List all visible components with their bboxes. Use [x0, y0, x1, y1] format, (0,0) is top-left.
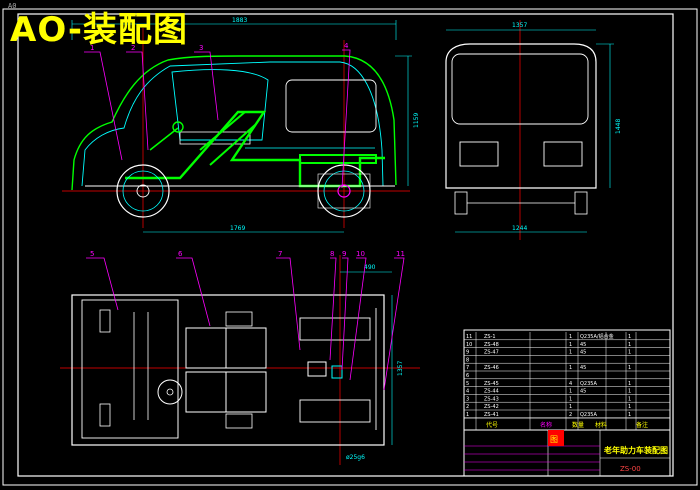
parts-cell: 1: [628, 342, 631, 348]
inner-frame: [17, 13, 674, 477]
parts-cell: 3: [466, 396, 469, 402]
balloon-8: 8: [330, 250, 334, 258]
parts-cell: 1: [569, 396, 572, 402]
parts-cell: 9: [466, 350, 469, 356]
dim-top-width: 1883: [232, 17, 247, 24]
hdr-qty: 数量: [572, 421, 584, 429]
balloon-9: 9: [342, 250, 346, 258]
title-short: 图: [550, 435, 558, 444]
drawing-header-title: AO-装配图: [10, 10, 188, 50]
drawing-number: ZS-00: [620, 465, 641, 473]
parts-cell: ZS-45: [484, 381, 499, 387]
balloon-labels: 1 2 3 4 5 6 7 8 9 10 11: [90, 42, 405, 258]
parts-cell: 4: [569, 381, 572, 387]
parts-cell: 1: [569, 350, 572, 356]
parts-cell: 4: [466, 389, 469, 395]
parts-cell: ZS-43: [484, 396, 499, 402]
hdr-material: 材料: [595, 421, 607, 429]
parts-cell: 45: [580, 350, 586, 356]
parts-cell: Q235A: [580, 412, 597, 418]
parts-cell: 2: [466, 404, 469, 410]
parts-cell: 45: [580, 389, 586, 395]
parts-cell: 45: [580, 342, 586, 348]
dim-front-track: 1244: [512, 225, 527, 232]
parts-cell: 1: [628, 381, 631, 387]
balloon-1: 1: [90, 44, 94, 52]
balloon-3: 3: [199, 44, 203, 52]
hdr-remark: 备注: [636, 421, 648, 429]
parts-cell: 1: [569, 389, 572, 395]
parts-cell: ZS-44: [484, 389, 499, 395]
parts-cell: ZS-47: [484, 350, 499, 356]
parts-cell: ZS-42: [484, 404, 499, 410]
parts-cell: ZS-48: [484, 342, 499, 348]
parts-cell: 7: [466, 365, 469, 371]
sheet-tag: A0: [8, 2, 17, 10]
parts-cell: 1: [466, 412, 469, 418]
parts-cell: 5: [466, 381, 469, 387]
parts-cell: 6: [466, 373, 469, 379]
parts-cell: 1: [628, 389, 631, 395]
dim-side-height: 1159: [413, 113, 420, 128]
parts-cell: Q235A/铝合金: [580, 333, 614, 340]
balloon-6: 6: [178, 250, 183, 258]
parts-cell: 2: [569, 412, 572, 418]
front-view: 1357 1448 1244: [445, 20, 622, 240]
parts-cell: 1: [628, 350, 631, 356]
balloon-11: 11: [396, 250, 405, 258]
dim-front-width: 1357: [512, 22, 527, 29]
balloon-2: 2: [131, 44, 135, 52]
parts-cell: 1: [569, 365, 572, 371]
parts-cell: 45: [580, 365, 586, 371]
dim-plan-width: 1357: [397, 361, 404, 376]
side-view: 1883 1769 1159: [62, 17, 420, 233]
parts-cell: 1: [628, 412, 631, 418]
parts-cell: 1: [628, 334, 631, 340]
parts-cell: ZS-1: [484, 334, 496, 340]
parts-cell: 1: [628, 396, 631, 402]
parts-cell: ZS-46: [484, 365, 499, 371]
hdr-name: 名称: [540, 421, 552, 429]
balloon-5: 5: [90, 250, 94, 258]
dim-front-height: 1448: [615, 119, 622, 134]
parts-cell: 10: [466, 342, 472, 348]
dim-plan: 490: [364, 264, 376, 271]
outer-frame: [2, 8, 698, 486]
parts-cell: 1: [569, 404, 572, 410]
dim-axle-spec: ø25g6: [346, 454, 365, 461]
parts-cell: Q235A: [580, 381, 597, 387]
dim-length: 1769: [230, 225, 245, 232]
balloon-10: 10: [356, 250, 365, 258]
parts-cell: 1: [628, 404, 631, 410]
parts-cell: 1: [628, 365, 631, 371]
parts-cell: 1: [569, 334, 572, 340]
parts-cell: 8: [466, 357, 469, 363]
leaders: [84, 49, 405, 391]
drawing-title: 老年助力车装配图: [603, 445, 668, 455]
parts-cell: ZS-41: [484, 412, 499, 418]
hdr-code: 代号: [486, 421, 498, 429]
balloon-7: 7: [278, 250, 282, 258]
plan-view: 490 1357 ø25g6: [60, 255, 420, 465]
parts-cell: 11: [466, 334, 472, 340]
balloon-4: 4: [344, 42, 349, 50]
parts-cell: 1: [569, 342, 572, 348]
